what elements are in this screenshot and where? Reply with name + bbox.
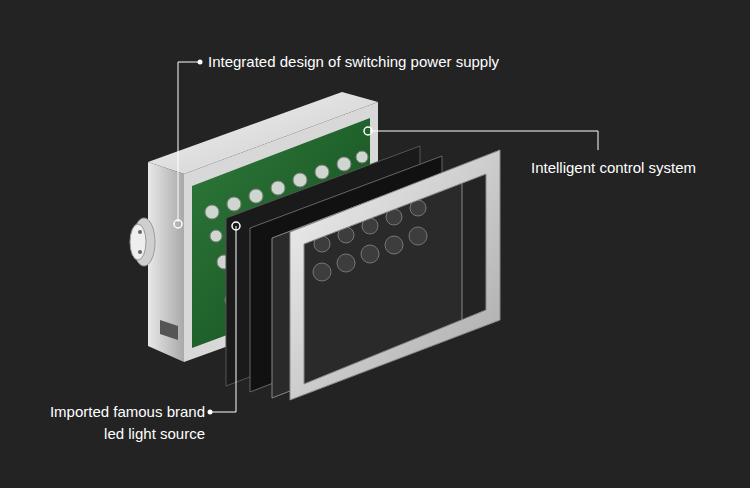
cable-gland bbox=[130, 224, 146, 260]
leader-lines bbox=[178, 62, 598, 412]
callout-label: Imported famous brand led light source bbox=[35, 401, 205, 445]
callout-label: Integrated design of switching power sup… bbox=[208, 51, 499, 73]
leader-line bbox=[178, 62, 198, 222]
screw bbox=[138, 230, 142, 234]
front-frame bbox=[290, 150, 500, 400]
leader-line bbox=[212, 226, 236, 412]
leader-dots bbox=[174, 60, 372, 415]
frame bbox=[290, 150, 500, 400]
mount-slot bbox=[160, 320, 178, 340]
housing-side bbox=[148, 162, 184, 362]
leader-line bbox=[370, 131, 598, 150]
screw bbox=[138, 250, 142, 254]
callout-label: Intelligent control system bbox=[531, 157, 696, 179]
